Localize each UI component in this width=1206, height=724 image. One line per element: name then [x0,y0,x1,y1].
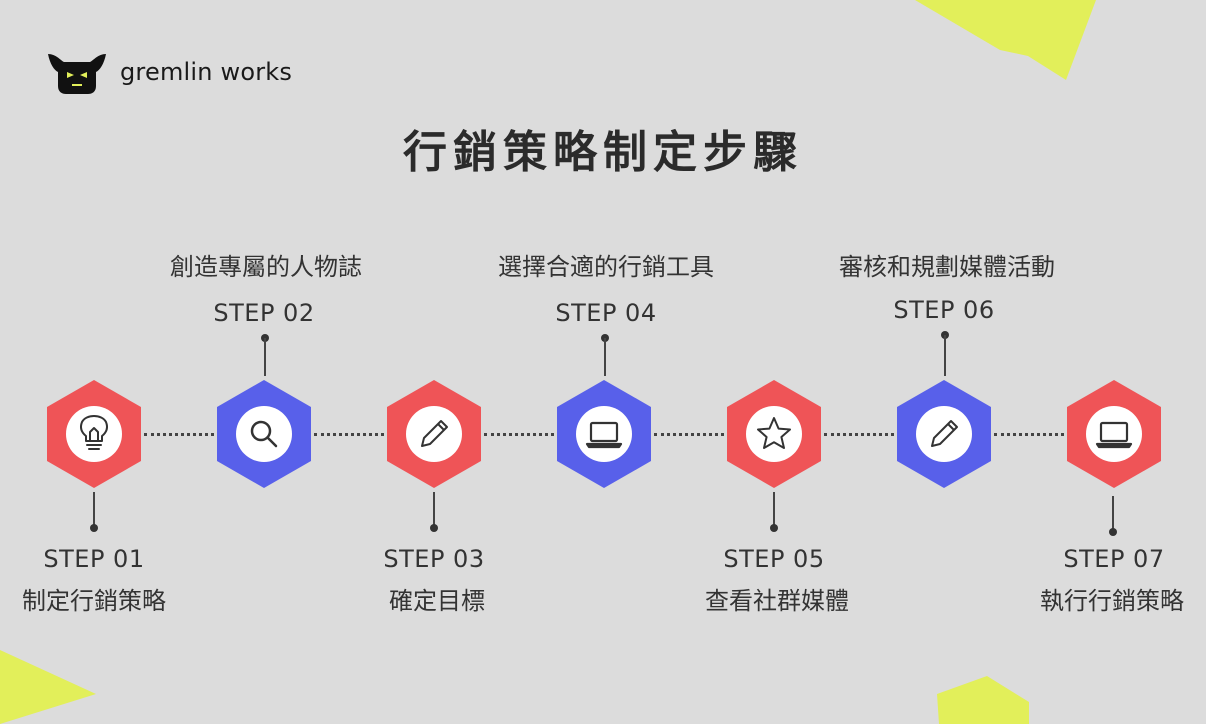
step-02-hexagon[interactable] [214,378,314,490]
step-07-number: STEP 07 [1063,545,1165,573]
step-05-hexagon[interactable] [724,378,824,490]
brand-name: gremlin works [120,58,293,86]
decor-triangle-top-right [915,0,1096,80]
step-06-label: 審核和規劃媒體活動 [839,253,1055,281]
gremlin-logo-icon [48,54,106,94]
brand-logo[interactable]: gremlin works [42,48,292,96]
step-04-number: STEP 04 [555,299,657,327]
step-03-dot [430,524,438,532]
step-05-stem [773,492,775,526]
step-05-dot [770,524,778,532]
page-title: 行銷策略制定步驟 [403,127,803,178]
step-02-stem [264,338,266,376]
search-icon [250,420,278,448]
step-02-label: 創造專屬的人物誌 [170,253,362,281]
connector-5-6 [824,433,894,436]
step-03-stem [433,492,435,526]
laptop-icon [1095,421,1133,449]
step-03-label: 確定目標 [389,587,485,615]
step-07-dot [1109,528,1117,536]
step-01-label: 制定行銷策略 [22,587,166,615]
step-07-hexagon[interactable] [1064,378,1164,490]
pencil-icon [931,420,958,447]
lightbulb-icon [80,415,108,450]
step-07-stem [1112,496,1114,530]
connector-6-7 [994,433,1064,436]
connector-4-5 [654,433,724,436]
step-04-stem [604,338,606,376]
step-05-number: STEP 05 [723,545,825,573]
connector-3-4 [484,433,554,436]
step-01-number: STEP 01 [43,545,145,573]
pencil-icon [421,420,448,447]
step-02-number: STEP 02 [213,299,315,327]
step-01-dot [90,524,98,532]
decor-triangle-bottom-right [937,676,1029,724]
step-01-hexagon[interactable] [44,378,144,490]
step-01-stem [93,492,95,526]
connector-1-2 [144,433,214,436]
star-icon [757,417,791,449]
step-04-hexagon[interactable] [554,378,654,490]
step-06-number: STEP 06 [893,296,995,324]
connector-2-3 [314,433,384,436]
step-04-label: 選擇合適的行銷工具 [498,253,714,281]
step-07-label: 執行行銷策略 [1040,587,1184,615]
decor-triangle-bottom-left [0,650,96,724]
step-03-number: STEP 03 [383,545,485,573]
step-05-label: 查看社群媒體 [705,587,849,615]
step-06-hexagon[interactable] [894,378,994,490]
step-06-stem [944,335,946,376]
laptop-icon [585,421,623,449]
step-03-hexagon[interactable] [384,378,484,490]
